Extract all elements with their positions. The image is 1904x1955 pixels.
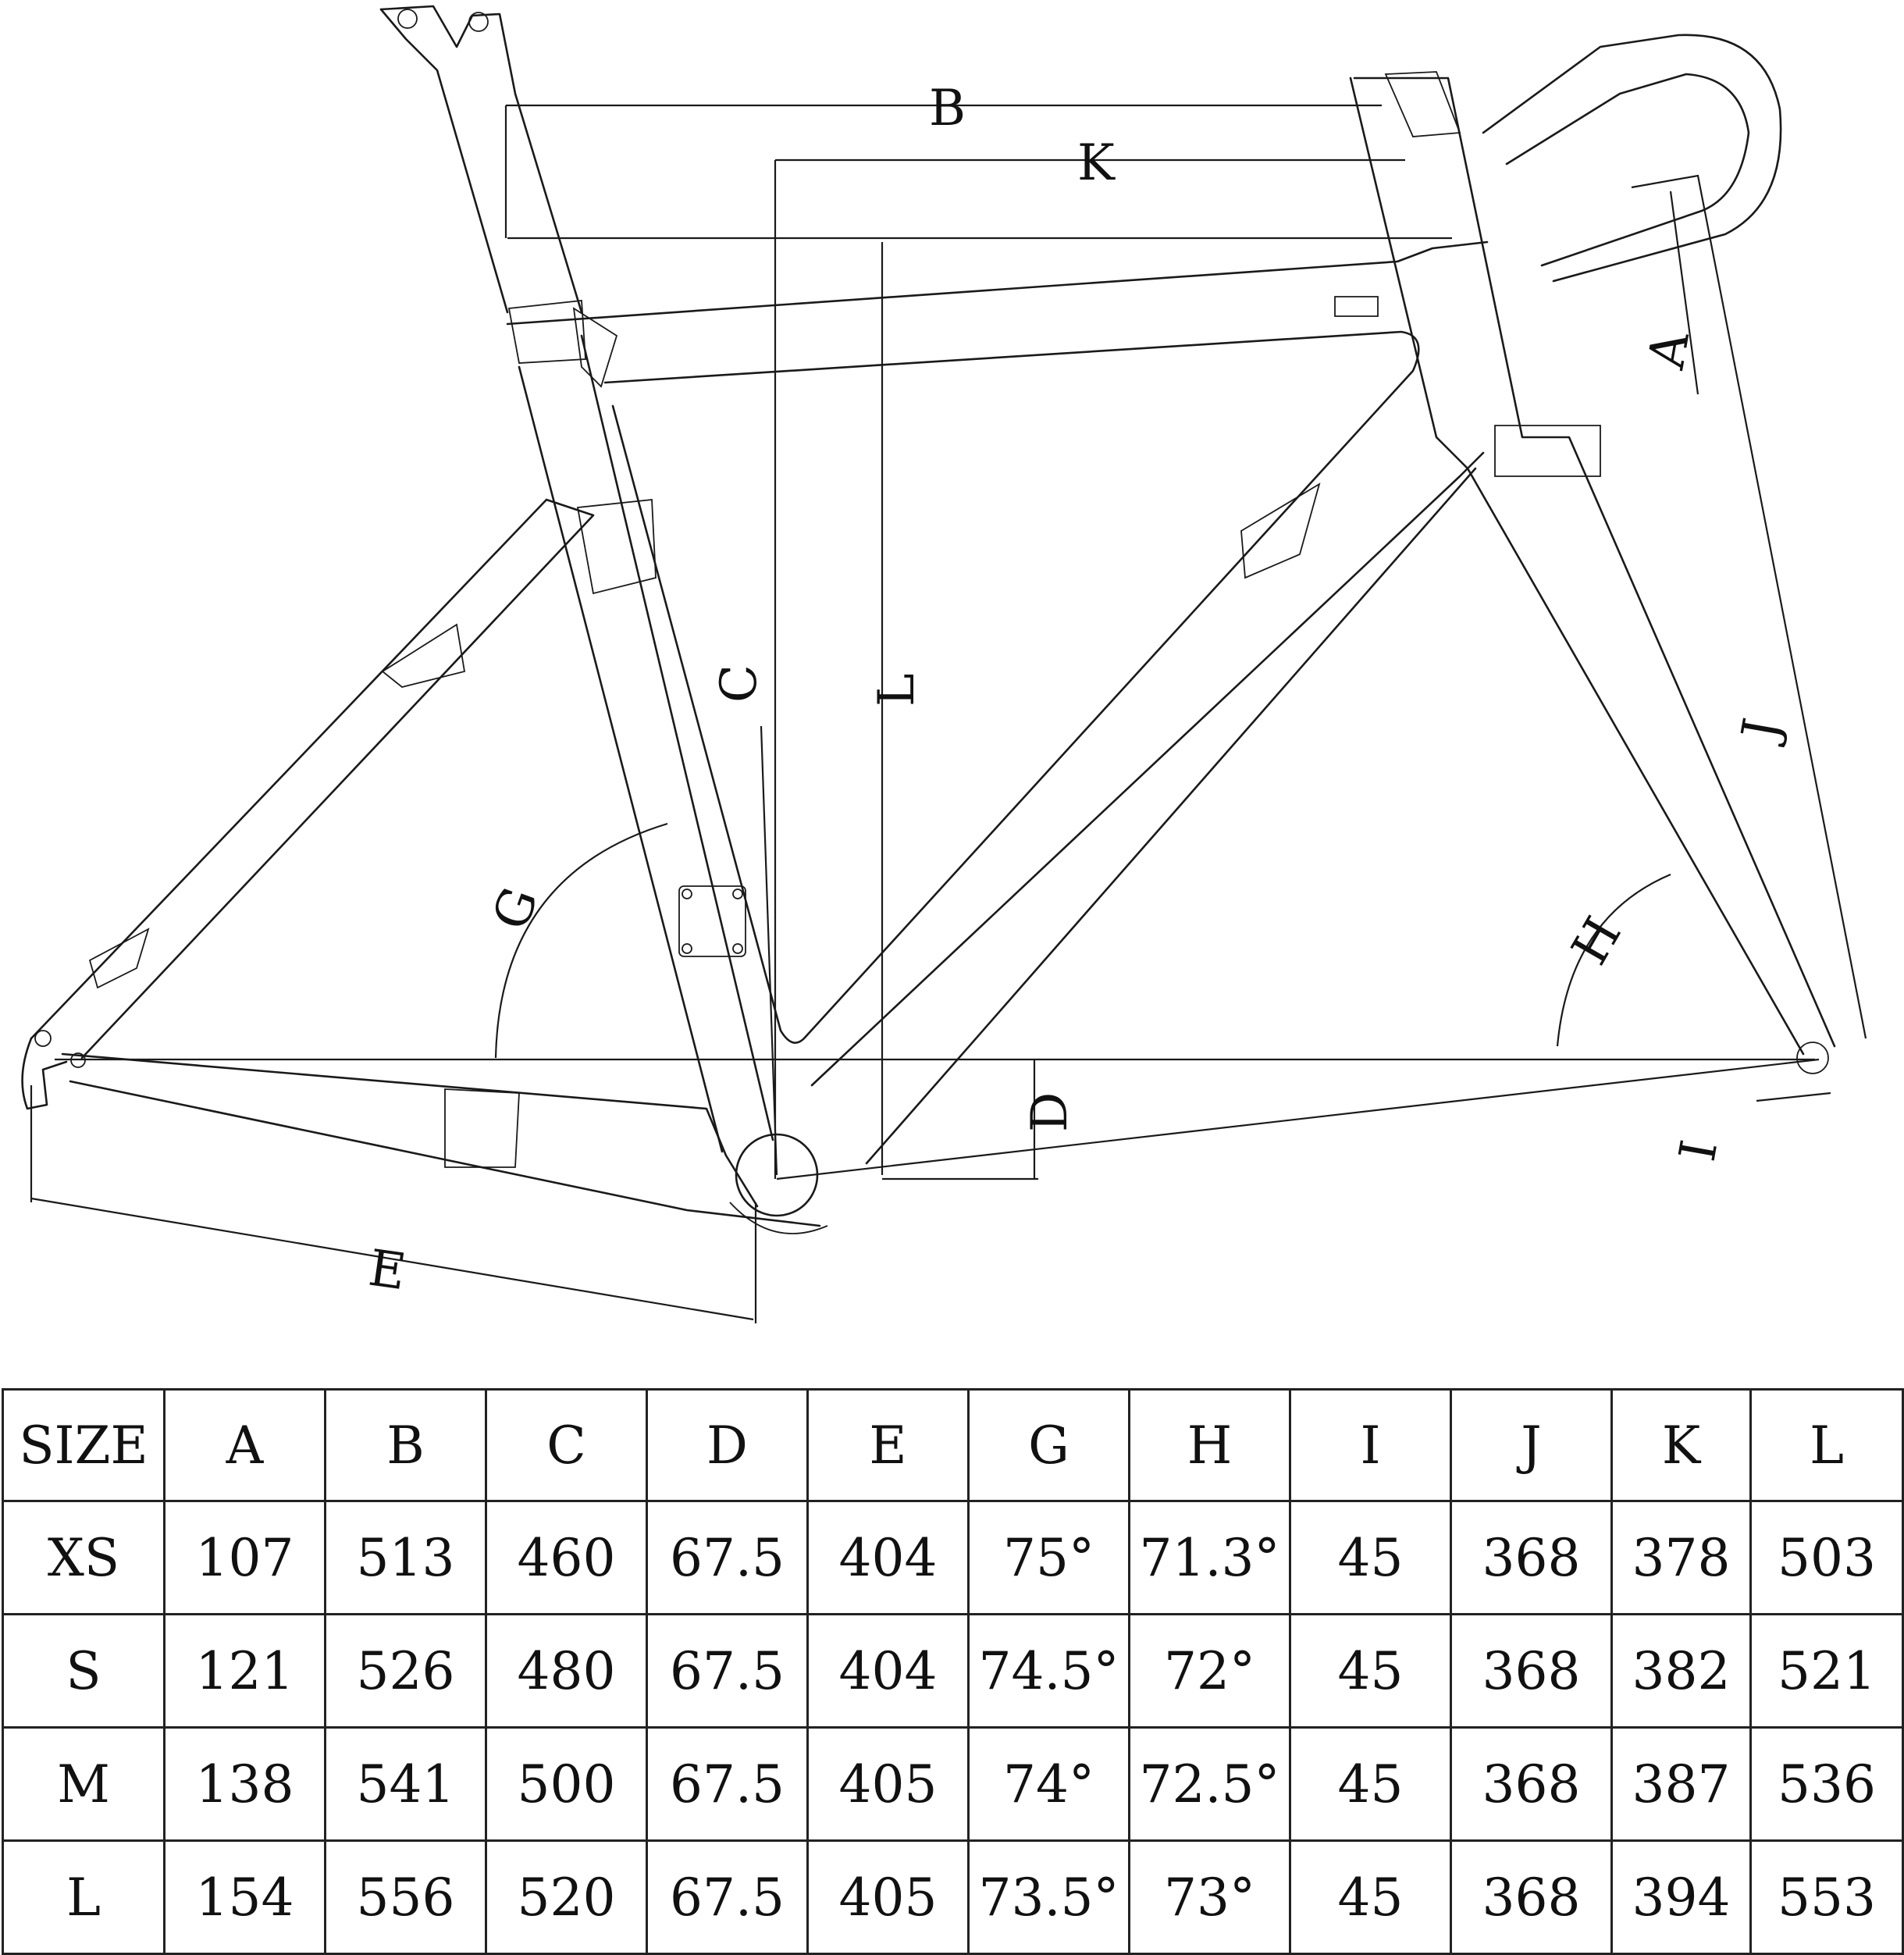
cell-a: 154 <box>163 1839 326 1955</box>
cell-k: 394 <box>1610 1839 1752 1955</box>
cell-c: 480 <box>485 1613 648 1729</box>
header-a: A <box>163 1388 326 1502</box>
cell-g: 74.5° <box>967 1613 1130 1729</box>
dimension-label-group: B K L C G D E H A J I <box>365 80 1792 1302</box>
cell-size: L <box>2 1839 165 1955</box>
cell-i: 45 <box>1289 1726 1452 1842</box>
geometry-table: SIZE A B C D E G H I J K L XS 107 513 46… <box>2 1388 1904 1955</box>
cell-l: 536 <box>1749 1726 1904 1842</box>
cell-d: 67.5 <box>646 1500 809 1615</box>
cell-h: 72.5° <box>1128 1726 1291 1842</box>
header-i: I <box>1289 1388 1452 1502</box>
cell-e: 404 <box>806 1613 970 1729</box>
cell-i: 45 <box>1289 1500 1452 1615</box>
dimension-lines <box>30 104 1867 1323</box>
cell-k: 382 <box>1610 1613 1752 1729</box>
cell-j: 368 <box>1450 1726 1613 1842</box>
cell-a: 121 <box>163 1613 326 1729</box>
cell-a: 138 <box>163 1726 326 1842</box>
header-b: B <box>324 1388 487 1502</box>
table-row: M 138 541 500 67.5 405 74° 72.5° 45 368 … <box>2 1726 1904 1842</box>
dim-label-e: E <box>365 1240 410 1302</box>
header-j: J <box>1450 1388 1613 1502</box>
cell-size: XS <box>2 1500 165 1615</box>
header-h: H <box>1128 1388 1291 1502</box>
dim-label-l: L <box>868 674 926 707</box>
dim-label-i: I <box>1669 1136 1729 1166</box>
frame-drawing <box>21 5 1836 1234</box>
header-l: L <box>1749 1388 1904 1502</box>
cell-h: 72° <box>1128 1613 1291 1729</box>
header-c: C <box>485 1388 648 1502</box>
cell-d: 67.5 <box>646 1839 809 1955</box>
cell-k: 387 <box>1610 1726 1752 1842</box>
header-d: D <box>646 1388 809 1502</box>
dim-label-c: C <box>710 664 768 703</box>
dim-label-a: A <box>1638 327 1701 374</box>
cell-j: 368 <box>1450 1839 1613 1955</box>
dim-label-j: J <box>1731 714 1792 749</box>
header-e: E <box>806 1388 970 1502</box>
cell-size: M <box>2 1726 165 1842</box>
cell-b: 556 <box>324 1839 487 1955</box>
cell-h: 71.3° <box>1128 1500 1291 1615</box>
cell-j: 368 <box>1450 1500 1613 1615</box>
cell-e: 404 <box>806 1500 970 1615</box>
cell-l: 521 <box>1749 1613 1904 1729</box>
header-k: K <box>1610 1388 1752 1502</box>
cell-e: 405 <box>806 1726 970 1842</box>
cell-e: 405 <box>806 1839 970 1955</box>
table-header-row: SIZE A B C D E G H I J K L <box>2 1388 1904 1502</box>
cell-size: S <box>2 1613 165 1729</box>
table-row: XS 107 513 460 67.5 404 75° 71.3° 45 368… <box>2 1500 1904 1615</box>
cell-i: 45 <box>1289 1613 1452 1729</box>
dim-label-k: K <box>1077 134 1116 192</box>
cell-l: 553 <box>1749 1839 1904 1955</box>
cell-b: 541 <box>324 1726 487 1842</box>
cell-d: 67.5 <box>646 1613 809 1729</box>
cell-c: 520 <box>485 1839 648 1955</box>
cell-g: 73.5° <box>967 1839 1130 1955</box>
frame-geometry-diagram: B K L C G D E H A J I <box>21 5 1867 1323</box>
cell-l: 503 <box>1749 1500 1904 1615</box>
table-row: L 154 556 520 67.5 405 73.5° 73° 45 368 … <box>2 1839 1904 1955</box>
header-size: SIZE <box>2 1388 165 1502</box>
cell-d: 67.5 <box>646 1726 809 1842</box>
cell-c: 460 <box>485 1500 648 1615</box>
cell-j: 368 <box>1450 1613 1613 1729</box>
cell-h: 73° <box>1128 1839 1291 1955</box>
cell-k: 378 <box>1610 1500 1752 1615</box>
dim-label-b: B <box>929 80 966 137</box>
cell-c: 500 <box>485 1726 648 1842</box>
cell-g: 74° <box>967 1726 1130 1842</box>
dim-label-g: G <box>482 880 550 937</box>
cell-b: 526 <box>324 1613 487 1729</box>
dim-label-d: D <box>1021 1092 1079 1132</box>
table-row: S 121 526 480 67.5 404 74.5° 72° 45 368 … <box>2 1613 1904 1729</box>
cell-i: 45 <box>1289 1839 1452 1955</box>
header-g: G <box>967 1388 1130 1502</box>
cell-g: 75° <box>967 1500 1130 1615</box>
cell-a: 107 <box>163 1500 326 1615</box>
dim-label-h: H <box>1561 908 1633 974</box>
cell-b: 513 <box>324 1500 487 1615</box>
